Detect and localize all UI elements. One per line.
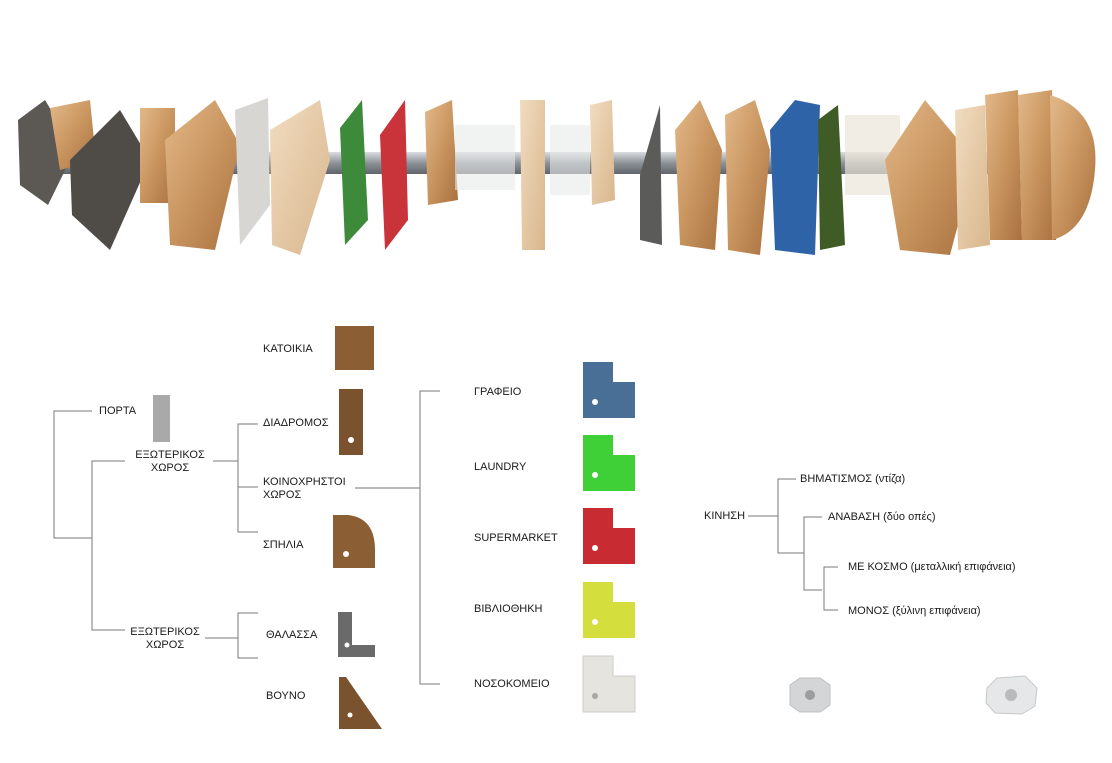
service-label: SUPERMARKET bbox=[474, 532, 558, 544]
hex-nut-icon bbox=[789, 677, 831, 713]
interior-label-line2: ΧΩΡΟΣ bbox=[150, 462, 190, 474]
wood-piece bbox=[1050, 95, 1096, 240]
cave-label: ΣΠΗΛΙΑ bbox=[263, 539, 304, 551]
wood-piece bbox=[590, 100, 615, 205]
corridor-label: ΔΙΑΔΡΟΜΟΣ bbox=[263, 417, 329, 429]
wood-piece bbox=[425, 100, 458, 205]
clear-piece bbox=[550, 125, 590, 195]
sea-label: ΘΑΛΑΣΣΑ bbox=[266, 629, 318, 641]
home-label: ΚΑΤΟΙΚΙΑ bbox=[263, 343, 313, 355]
wood-piece bbox=[675, 100, 722, 250]
steps-label: ΒΗΜΑΤΙΣΜΟΣ (ντίζα) bbox=[800, 473, 906, 485]
climb-label: ΑΝΑΒΑΣΗ (δύο οπές) bbox=[828, 511, 936, 523]
service-piece-hole bbox=[592, 399, 598, 405]
clear-nut-icon bbox=[985, 675, 1038, 715]
exterior-label-line2: ΧΩΡΟΣ bbox=[145, 639, 185, 651]
red-piece bbox=[380, 100, 408, 250]
shared-label-line1: ΚΟΙΝΟΧΡΗΣΤΟΙ bbox=[263, 476, 346, 488]
exterior-label-line1: ΕΞΩΤΕΡΙΚΟΣ bbox=[130, 626, 200, 638]
wood-piece bbox=[725, 100, 770, 255]
service-piece-icon bbox=[582, 655, 636, 713]
wood-piece bbox=[985, 90, 1022, 240]
service-piece-icon bbox=[583, 582, 635, 638]
wood-piece bbox=[165, 100, 240, 250]
grey-piece bbox=[640, 105, 662, 245]
alone-label: ΜΟΝΟΣ (ξύλινη επιφάνεια) bbox=[848, 605, 981, 617]
wood-piece bbox=[885, 100, 975, 255]
interior-label-line1: ΕΞΩΤΕΡΙΚΟΣ bbox=[135, 449, 205, 461]
service-piece-icon bbox=[583, 362, 635, 418]
model-photo bbox=[18, 90, 1096, 255]
door-piece-icon bbox=[153, 395, 170, 442]
wood-piece bbox=[955, 105, 990, 250]
interior-label: ΕΞΩΤΕΡΙΚΟΣ ΧΩΡΟΣ bbox=[125, 449, 215, 475]
wood-piece bbox=[270, 100, 330, 255]
mountain-label: ΒΟΥΝΟ bbox=[266, 690, 306, 702]
exterior-label: ΕΞΩΤΕΡΙΚΟΣ ΧΩΡΟΣ bbox=[123, 626, 207, 652]
stone-piece bbox=[70, 110, 150, 250]
service-piece-icon bbox=[583, 435, 635, 491]
service-label: LAUNDRY bbox=[474, 461, 527, 473]
service-label: ΒΙΒΛΙΟΘΗΚΗ bbox=[474, 603, 543, 615]
service-piece-hole bbox=[592, 545, 598, 551]
wood-piece bbox=[1018, 90, 1056, 240]
clear-piece bbox=[455, 125, 515, 190]
wood-piece bbox=[520, 100, 545, 250]
sea-piece-icon bbox=[338, 612, 375, 657]
service-piece-hole bbox=[592, 619, 598, 625]
grey-piece bbox=[235, 98, 270, 245]
corridor-piece-icon bbox=[339, 389, 363, 455]
service-label: ΓΡΑΦΕΙΟ bbox=[474, 386, 522, 398]
shared-label-line2: ΧΩΡΟΣ bbox=[263, 489, 302, 501]
green-piece bbox=[818, 105, 845, 250]
shared-label: ΚΟΙΝΟΧΡΗΣΤΟΙ ΧΩΡΟΣ bbox=[263, 476, 346, 502]
with-people-label: ΜΕ ΚΟΣΜΟ (μεταλλική επιφάνεια) bbox=[848, 561, 1016, 573]
blue-piece bbox=[770, 100, 820, 255]
cave-piece-icon bbox=[333, 515, 375, 568]
service-piece-hole bbox=[592, 472, 598, 478]
service-piece-hole bbox=[592, 693, 598, 699]
door-label: ΠΟΡΤΑ bbox=[99, 405, 137, 417]
mountain-piece-icon bbox=[339, 677, 382, 729]
green-piece bbox=[340, 100, 368, 245]
service-label: ΝΟΣΟΚΟΜΕΙΟ bbox=[474, 678, 550, 690]
movement-label: ΚΙΝΗΣΗ bbox=[704, 510, 746, 522]
home-piece-icon bbox=[335, 326, 374, 370]
service-piece-icon bbox=[583, 508, 635, 564]
